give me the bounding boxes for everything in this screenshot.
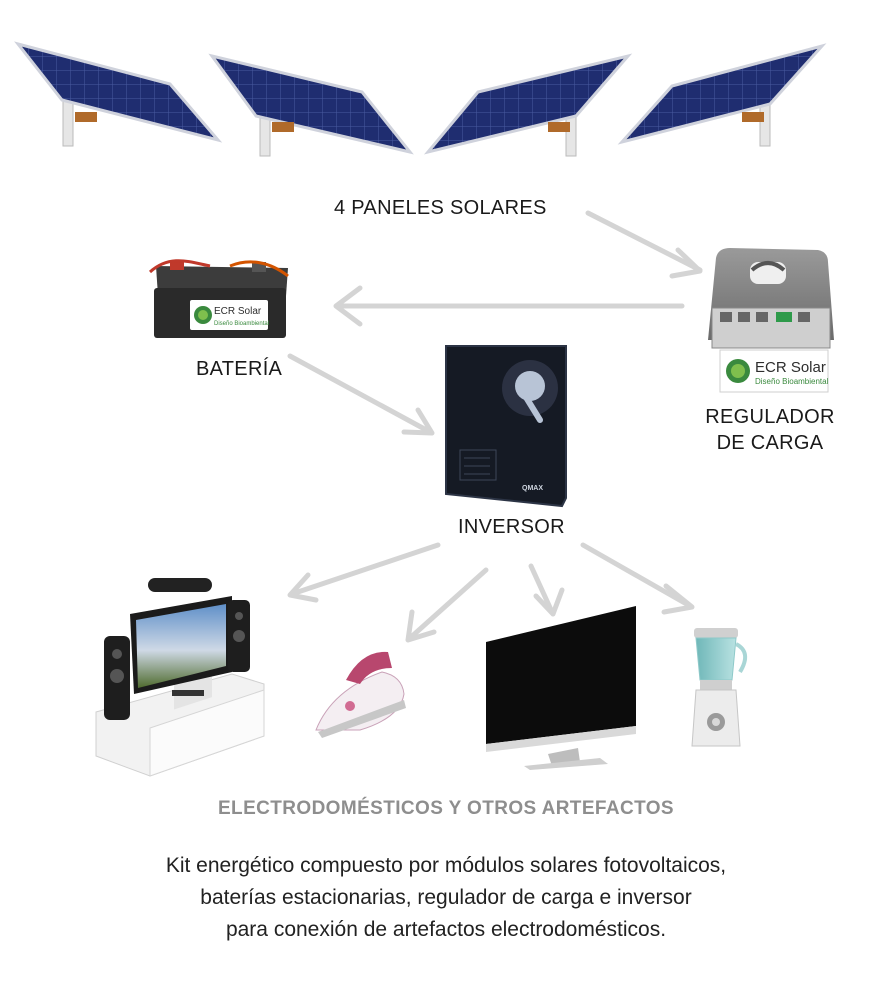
caption-line-2: baterías estacionarias, regulador de car…	[200, 886, 692, 909]
power-knob-icon	[515, 371, 545, 401]
iron-image	[315, 651, 406, 738]
caption-line-1: Kit energético compuesto por módulos sol…	[165, 854, 727, 877]
battery-brand: ECR Solar	[214, 306, 262, 317]
arrow-inverter-to-monitor	[528, 563, 565, 617]
battery-logo-plate	[190, 300, 268, 330]
blender-image	[691, 628, 748, 747]
appliances-heading: ELECTRODOMÉSTICOS Y OTROS ARTEFACTOS	[217, 798, 675, 819]
label-regulator-line2: DE CARGA	[716, 432, 824, 454]
center-speaker	[148, 578, 212, 592]
label-charge-regulator: REGULADOR DE CARGA	[690, 404, 850, 456]
label-regulator-line1: REGULADOR	[705, 406, 835, 428]
monitor-image	[486, 606, 636, 770]
label-inverter: INVERSOR	[458, 516, 565, 538]
caption-line-3: para conexión de artefactos electrodomés…	[225, 918, 667, 941]
arrow-battery-to-inverter	[287, 353, 435, 436]
solar-panel-2	[208, 53, 414, 157]
tv-screen	[136, 604, 226, 688]
label-battery: BATERÍA	[196, 358, 283, 380]
regulator-brand-sub: Diseño Bioambiental	[755, 377, 829, 386]
inverter-image: QMAX	[445, 345, 567, 508]
arrow-inverter-to-blender	[580, 542, 695, 615]
battery-brand-sub: Diseño Bioambiental	[214, 321, 269, 327]
tv-entertainment-set-image	[95, 578, 265, 777]
charge-regulator-image: ECR Solar Diseño Bioambiental	[708, 248, 834, 393]
arrow-regulator-to-battery	[333, 285, 685, 327]
caption: Kit energético compuesto por módulos sol…	[60, 850, 832, 946]
arrow-inverter-to-tv	[287, 542, 441, 603]
arrow-inverter-to-iron	[405, 567, 489, 643]
solar-panel-3	[423, 53, 633, 157]
arrow-panels-to-regulator	[585, 210, 703, 279]
inverter-brand: QMAX	[522, 485, 543, 492]
solar-panel-4	[617, 43, 827, 147]
battery-image: ECR Solar Diseño Bioambiental	[148, 259, 289, 338]
solar-panel-1	[14, 41, 223, 147]
label-solar-panels: 4 PANELES SOLARES	[334, 197, 547, 219]
regulator-brand: ECR Solar	[755, 359, 826, 376]
